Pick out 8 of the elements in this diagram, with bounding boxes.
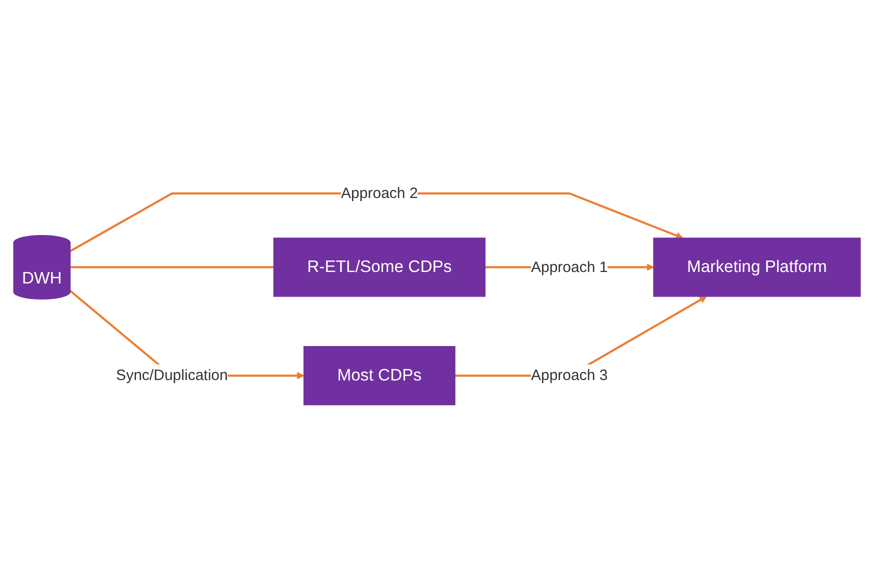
- node-box: Marketing Platform: [653, 238, 861, 297]
- edge-label: Approach 1: [530, 258, 608, 276]
- node-box: R-ETL/Some CDPs: [273, 238, 486, 297]
- edge-label: Sync/Duplication: [116, 366, 228, 384]
- edge-label: Approach 2: [341, 184, 418, 202]
- node-box: Most CDPs: [303, 346, 456, 406]
- edge-label: Approach 3: [530, 366, 608, 384]
- connector: [70, 266, 274, 268]
